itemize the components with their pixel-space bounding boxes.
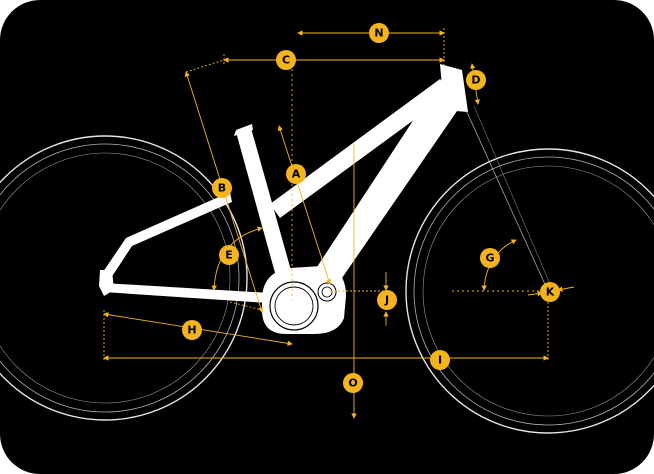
badge-I: I <box>430 350 450 370</box>
badge-B-label: B <box>218 182 226 195</box>
motor-housing <box>262 266 346 334</box>
badge-E-label: E <box>225 249 233 262</box>
badge-B: B <box>212 178 232 198</box>
badge-D: D <box>466 70 486 90</box>
badge-O-label: O <box>348 377 357 390</box>
badge-G: G <box>480 248 500 268</box>
badge-C-label: C <box>282 54 290 67</box>
badge-E: E <box>219 245 239 265</box>
badge-J: J <box>377 290 397 310</box>
badge-N-label: N <box>374 27 383 40</box>
badge-D-label: D <box>471 74 480 87</box>
fork <box>465 105 554 292</box>
badge-O: O <box>343 373 363 393</box>
rear-wheel <box>0 135 248 421</box>
badge-H: H <box>182 320 202 340</box>
badge-N: N <box>369 23 389 43</box>
badge-A-label: A <box>292 168 301 181</box>
badge-I-label: I <box>438 354 442 367</box>
bike-frame <box>99 64 468 303</box>
badge-A: A <box>286 164 306 184</box>
badge-K: K <box>540 282 560 302</box>
badge-C: C <box>276 50 296 70</box>
badge-G-label: G <box>485 252 494 265</box>
badge-H-label: H <box>187 324 196 337</box>
front-wheel <box>405 148 654 434</box>
badge-J-label: J <box>384 294 389 307</box>
badge-K-label: K <box>546 286 555 299</box>
